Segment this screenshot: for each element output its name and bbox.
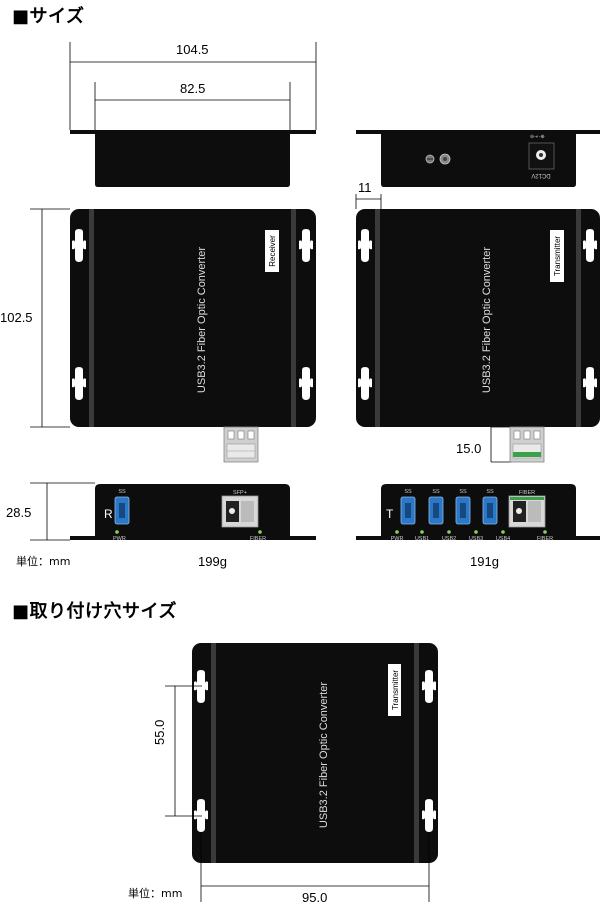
- mount-hole-icon: [299, 367, 313, 400]
- mounting-transmitter-label: Transmitter: [391, 670, 400, 710]
- mount-hole-icon: [583, 367, 597, 400]
- transmitter-led-label: USB4: [496, 536, 510, 542]
- receiver-usb-logo: SS: [118, 489, 126, 495]
- transmitter-weight: 191g: [470, 554, 499, 569]
- transmitter-front-panel: [356, 484, 600, 540]
- mount-hole-icon: [299, 229, 313, 262]
- receiver-top-view: [70, 209, 316, 427]
- receiver-pwr-label: PWR: [113, 536, 126, 542]
- receiver-side-profile: [70, 130, 316, 187]
- mount-hole-icon: [72, 229, 86, 262]
- receiver-weight: 199g: [198, 554, 227, 569]
- unit-note-bottom: 単位：mm: [128, 887, 183, 900]
- svg-text:⊖-◐-⊕: ⊖-◐-⊕: [530, 134, 545, 140]
- mount-hole-icon: [194, 799, 208, 832]
- mount-hole-icon: [358, 229, 372, 262]
- receiver-fiber-label: FIBER: [250, 536, 266, 542]
- sfp-label: SFP+: [233, 490, 247, 496]
- mounting-diagram: [192, 643, 438, 863]
- side-offset-label: 11: [358, 180, 372, 195]
- transmitter-label: Transmitter: [553, 236, 562, 276]
- mount-hole-icon: [422, 670, 436, 703]
- mount-hole-icon: [194, 670, 208, 703]
- transmitter-led-label: USB3: [469, 536, 483, 542]
- transmitter-led-label: FIBER: [537, 536, 553, 542]
- unit-note-top: 単位：mm: [16, 555, 71, 568]
- transmitter-fiber-top-label: FIBER: [519, 490, 535, 496]
- transmitter-led-label: USB2: [442, 536, 456, 542]
- transmitter-led-label: USB1: [415, 536, 429, 542]
- transmitter-usb-logo: SS: [486, 489, 494, 495]
- width-dimension-lines: [30, 42, 512, 541]
- transmitter-letter: T: [386, 507, 394, 521]
- transmitter-led-label: PWR: [391, 536, 404, 542]
- mount-hole-icon: [583, 229, 597, 262]
- transmitter-usb-logo: SS: [404, 489, 412, 495]
- transmitter-product-name: USB3.2 Fiber Optic Converter: [481, 247, 493, 393]
- height-label: 28.5: [6, 505, 32, 520]
- transmitter-usb-logo: SS: [459, 489, 467, 495]
- transmitter-usb-logo: SS: [432, 489, 440, 495]
- transmitter-rear-panel: ⊖-◐-⊕: [356, 130, 600, 187]
- mount-hole-icon: [422, 799, 436, 832]
- mounting-product-name: USB3.2 Fiber Optic Converter: [318, 682, 330, 828]
- receiver-front-panel: [70, 484, 316, 540]
- depth-label: 102.5: [0, 310, 33, 325]
- overall-width-label: 104.5: [176, 42, 209, 57]
- transmitter-top-view: [356, 209, 600, 427]
- receiver-label: Receiver: [268, 235, 277, 267]
- mount-hole-icon: [72, 367, 86, 400]
- mounting-dimension-lines: [165, 685, 430, 902]
- receiver-product-name: USB3.2 Fiber Optic Converter: [196, 247, 208, 393]
- receiver-sfp-module: [223, 426, 259, 463]
- dc-label: DC12V: [531, 172, 550, 178]
- mount-hole-icon: [358, 367, 372, 400]
- transmitter-sfp-module: [509, 426, 545, 463]
- sfp-protrusion-label: 15.0: [456, 441, 482, 456]
- inner-width-label: 82.5: [180, 81, 206, 96]
- hole-horizontal-label: 95.0: [302, 890, 328, 905]
- size-heading: ■サイズ: [12, 6, 85, 27]
- mounting-heading: ■取り付け穴サイズ: [12, 601, 177, 622]
- receiver-letter: R: [104, 507, 113, 521]
